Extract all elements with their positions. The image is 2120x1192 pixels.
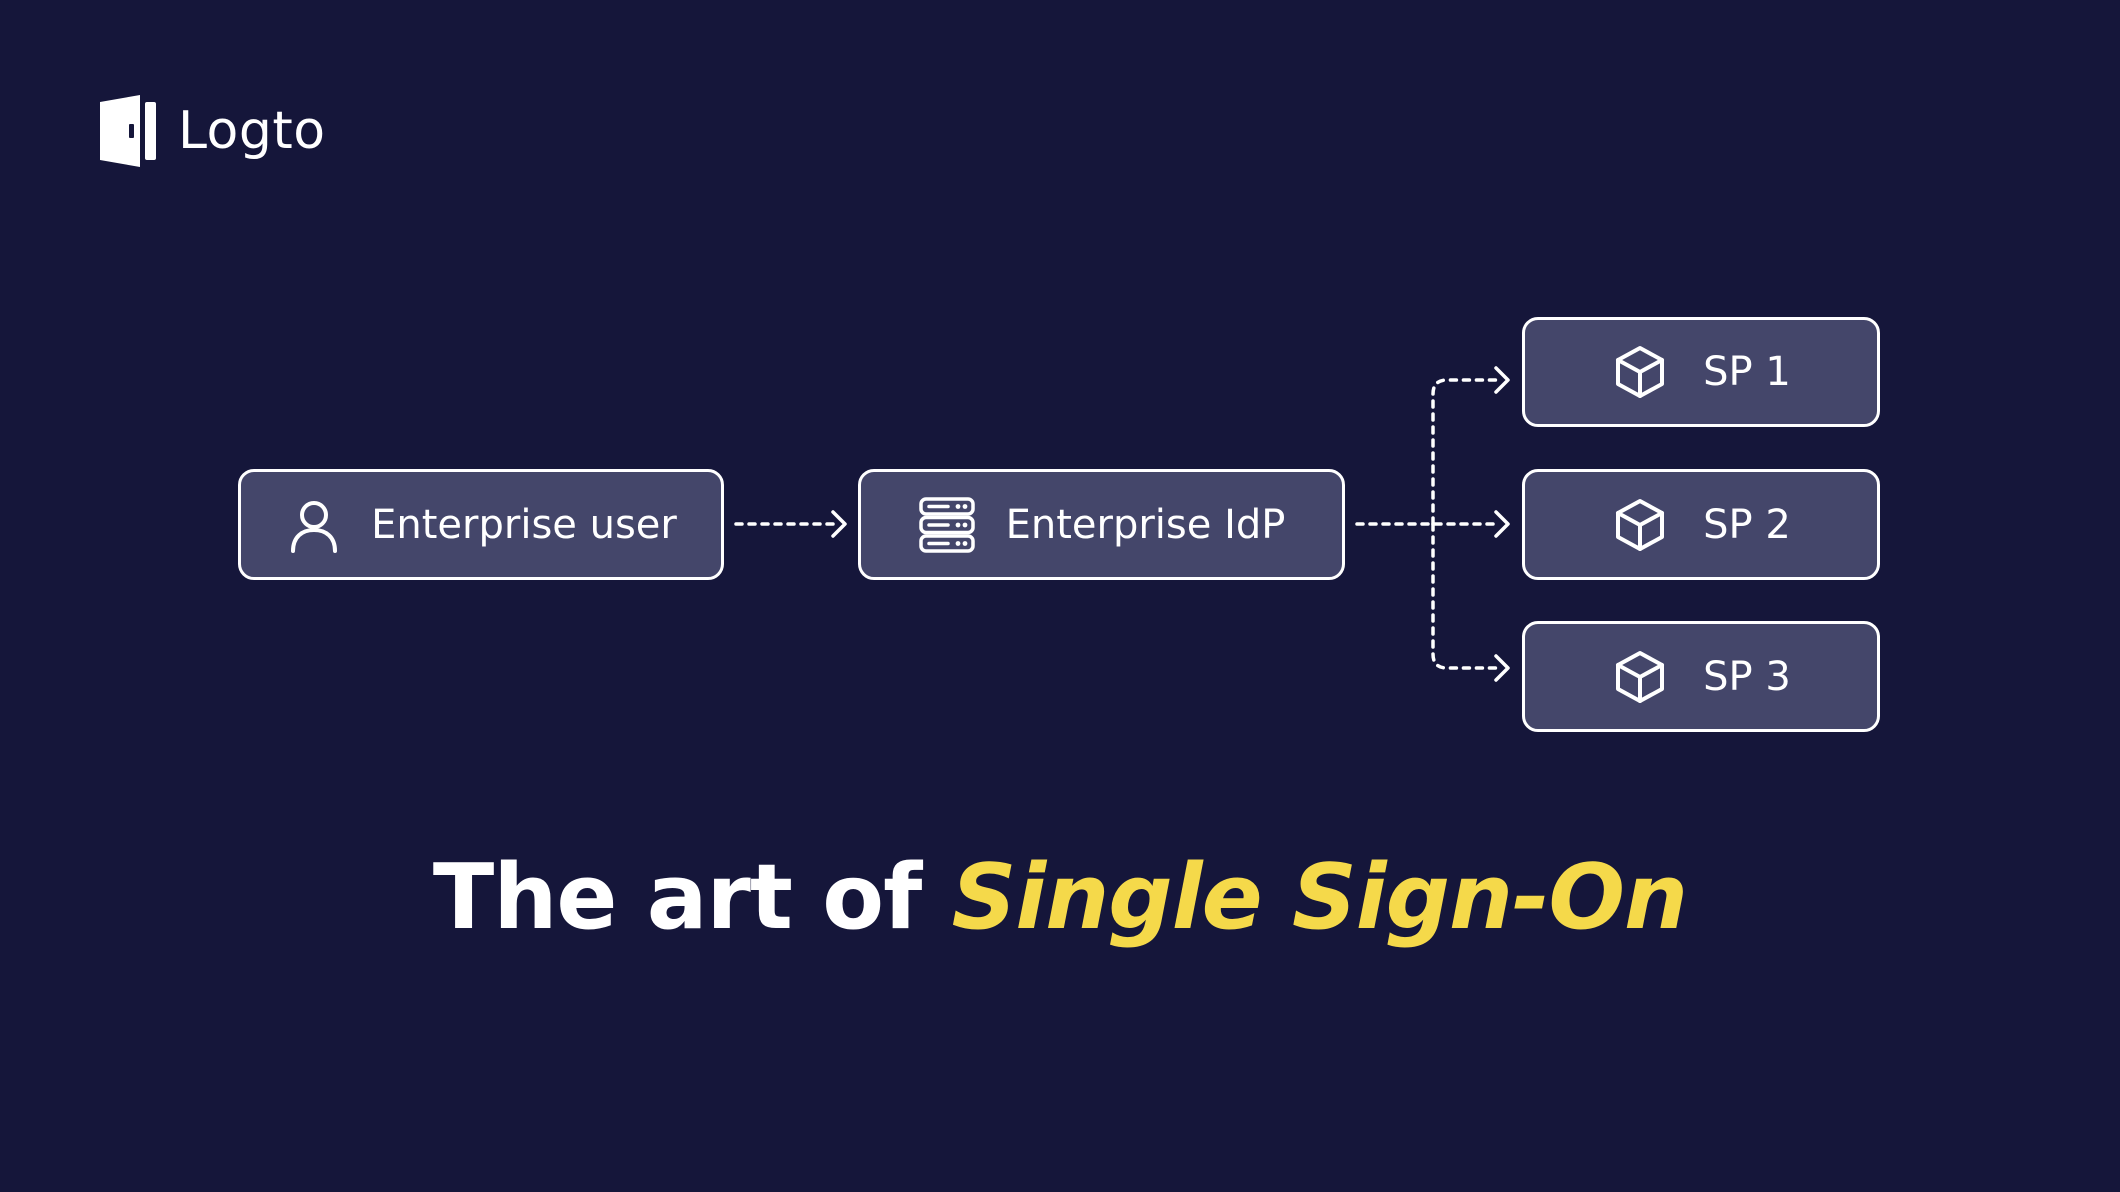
- node-sp-1: SP 1: [1522, 317, 1880, 427]
- door-logo-icon: [100, 95, 156, 167]
- node-label: Enterprise user: [371, 501, 677, 548]
- arrowhead-sp2: [1494, 510, 1510, 538]
- cube-icon: [1616, 650, 1665, 703]
- node-label: SP 1: [1703, 349, 1791, 395]
- node-label: SP 3: [1703, 653, 1791, 700]
- node-label: Enterprise IdP: [1005, 501, 1286, 548]
- arrowhead-sp3: [1494, 654, 1510, 682]
- arrowhead-sp1: [1494, 366, 1510, 394]
- logo: Logto: [98, 94, 326, 168]
- cube-icon: [1616, 346, 1665, 398]
- arrowhead-idp: [831, 510, 847, 538]
- cube-icon: [1616, 498, 1665, 551]
- headline-highlight: Single Sign-On: [951, 845, 1688, 950]
- headline-prefix: The art of: [432, 845, 952, 950]
- node-sp-3: SP 3: [1522, 621, 1880, 732]
- edge-idp-to-sp3: [1431, 522, 1502, 670]
- node-enterprise-idp: Enterprise IdP: [858, 469, 1345, 580]
- edge-idp-to-sp1: [1431, 378, 1502, 526]
- node-sp-2: SP 2: [1522, 469, 1880, 580]
- headline: The art of Single Sign-On: [0, 848, 2120, 947]
- brand-name: Logto: [178, 101, 326, 161]
- server-icon: [918, 496, 975, 553]
- node-label: SP 2: [1703, 501, 1791, 548]
- user-icon: [291, 500, 338, 553]
- node-enterprise-user: Enterprise user: [238, 469, 724, 580]
